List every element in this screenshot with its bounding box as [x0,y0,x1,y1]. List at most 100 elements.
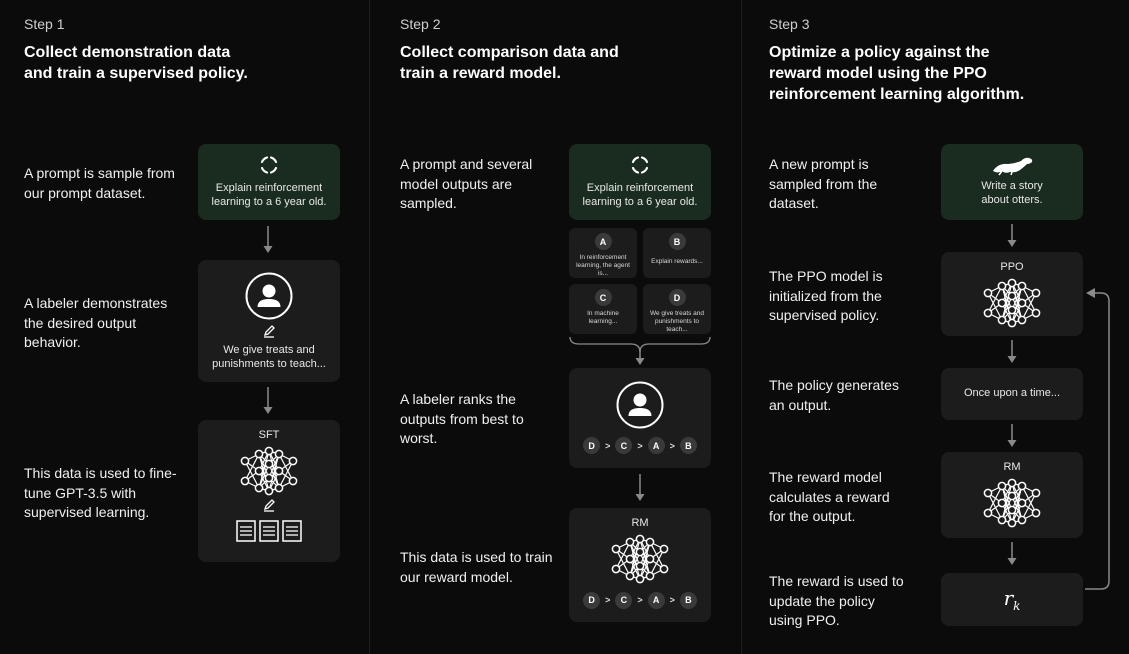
neural-network-icon [240,446,298,495]
rank-letter: A [647,591,665,609]
output-text: We give treats and punishments to teach.… [649,310,705,333]
step-1-demo-box: We give treats and punishments to teach.… [198,260,340,382]
step-3-ppo-box: PPO [941,252,1083,336]
nn-node [1017,281,1027,290]
person-icon [616,381,664,429]
nn-node [1007,478,1017,487]
step-3-desc-3: The policy generates an output. [769,377,899,413]
pencil-icon [263,498,275,512]
nn-node [1031,488,1041,497]
nn-node [1007,318,1017,327]
nn-node [635,547,645,556]
step-2-prompt-text: Explain reinforcement learning to a 6 ye… [582,182,698,208]
step-3-label: Step 3 [769,16,810,32]
rank-letter: B [679,591,697,609]
arrow-down-icon [1007,340,1017,363]
arrow-down-icon [635,350,645,365]
step-1-desc-1: A prompt is sample from our prompt datas… [24,165,175,201]
nn-node [997,481,1007,490]
nn-node [645,554,655,563]
nn-node [1017,515,1027,524]
nn-node [274,483,284,492]
reward-symbol-r: r [1003,586,1014,610]
nn-node [264,473,274,482]
nn-node [240,456,250,465]
arrow-down-icon [635,474,645,501]
nn-node [254,483,264,492]
nn-node [625,537,635,546]
document-icon [282,519,302,542]
ranking-row: D > C > A > B [583,437,697,454]
ppo-label: PPO [1000,261,1024,273]
nn-node [264,446,274,455]
output-letter: C [594,289,612,306]
rank-letter: C [615,591,633,609]
step-2-rm-box: RM D > C > A > B [569,508,711,622]
step-1-desc-2: A labeler demonstrates the desired outpu… [24,295,168,350]
person-icon [245,272,293,320]
step-3-desc-5: The reward is used to update the policy … [769,573,904,628]
nn-node [1007,278,1017,287]
step-2-desc-3: This data is used to train our reward mo… [400,549,553,585]
output-card-c: C In machine learning... [569,284,637,334]
rm-label: RM [1003,461,1021,473]
step-3-desc-1: A new prompt is sampled from the dataset… [769,156,878,211]
output-text: In machine learning... [587,310,619,325]
step-2-desc-2: A labeler ranks the outputs from best to… [400,391,524,446]
refresh-icon [260,156,278,174]
nn-node [997,515,1007,524]
neural-network-icon [983,478,1041,527]
step-2-prompt-box: Explain reinforcement learning to a 6 ye… [569,144,711,220]
nn-node [635,534,645,543]
arrow-down-icon [1007,224,1017,247]
rank-letter: C [615,437,633,454]
step-3-prompt-box: Write a story about otters. [941,144,1083,220]
rank-separator: > [605,440,611,451]
neural-network-icon [611,534,669,583]
step-2-desc-1: A prompt and several model outputs are s… [400,156,533,211]
nn-node [1031,288,1041,297]
pencil-icon [263,325,275,338]
nn-node [659,564,669,573]
step-2-ranking-box: D > C > A > B [569,368,711,468]
nn-node [611,544,621,553]
output-card-a: A In reinforcement learning, the agent i… [569,228,637,278]
step-3-reward-box: rk [941,573,1083,626]
output-text: In reinforcement learning, the agent is.… [576,254,630,277]
nn-node [983,488,993,497]
nn-node [645,571,655,580]
step-3-desc-4: The reward model calculates a reward for… [769,469,890,524]
nn-node [288,476,298,485]
step-1-label: Step 1 [24,16,65,32]
rank-separator: > [637,595,643,605]
nn-node [288,456,298,465]
column-divider [369,0,370,654]
nn-node [1017,498,1027,507]
step-1-demo-text: We give treats and punishments to teach.… [212,344,326,370]
policy-output-text: Once upon a time... [964,387,1060,400]
nn-node [264,459,274,468]
output-card-d: D We give treats and punishments to teac… [643,284,711,334]
nn-node [254,449,264,458]
arrow-down-icon [1007,542,1017,565]
nn-node [1007,305,1017,314]
reward-symbol: rk [1004,586,1021,613]
rank-letter: D [583,437,601,454]
nn-node [635,561,645,570]
column-divider [741,0,742,654]
step-2-label: Step 2 [400,16,441,32]
output-letter: A [594,233,612,250]
document-icon [236,519,256,542]
rank-separator: > [669,440,675,451]
nn-node [635,574,645,583]
nn-node [611,564,621,573]
document-icon [259,519,279,542]
nn-node [264,486,274,495]
output-card-b: B Explain rewards... [643,228,711,278]
nn-node [1017,298,1027,307]
nn-node [1017,315,1027,324]
nn-node [997,315,1007,324]
step-1-sft-box: SFT [198,420,340,562]
step-1-prompt-box: Explain reinforcement learning to a 6 ye… [198,144,340,220]
refresh-icon [631,156,649,174]
